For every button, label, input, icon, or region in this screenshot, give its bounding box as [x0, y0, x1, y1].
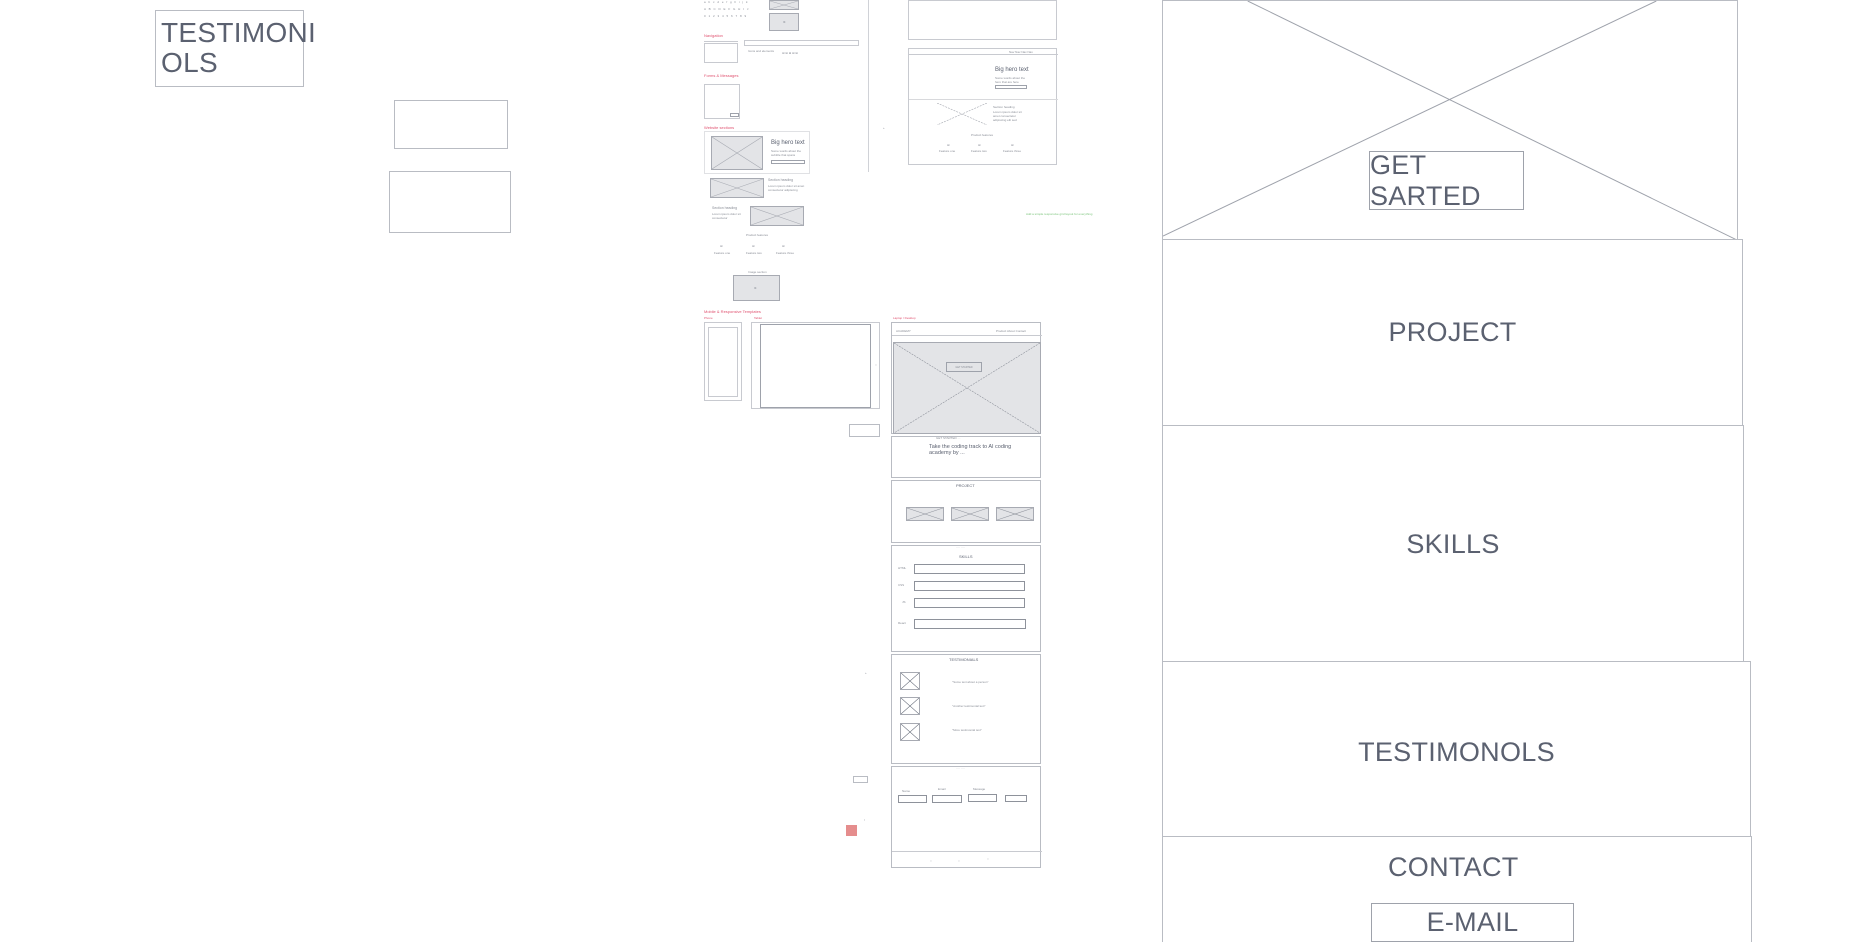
skills-label: SKILLS [1406, 528, 1500, 559]
nav-sample [704, 43, 738, 63]
mobile-testimonials-title: TESTIMONIALS [949, 657, 979, 662]
mini-feature-title: Section heading [768, 178, 794, 182]
mobile-headline: Take the coding track to AI coding acade… [929, 444, 1012, 456]
desktop-thumb-top [908, 0, 1057, 40]
mobile-get-started-button[interactable]: GET STARTED [946, 362, 982, 372]
form-sample [704, 84, 740, 119]
nav-sample-2 [744, 40, 859, 46]
testimonials-section[interactable]: TESTIMONOLS [1162, 661, 1751, 844]
glyph-row: 0 1 2 3 4 5 6 7 8 9 [704, 14, 748, 18]
testimonials-card[interactable]: TESTIMONI OLS [155, 10, 317, 87]
mobile-hero-image: GET STARTED [893, 342, 1041, 434]
mini-feature-image-2 [750, 206, 804, 226]
icon-placeholder: ⊗ [769, 13, 799, 31]
contact-section[interactable]: CONTACT E-MAIL [1162, 836, 1752, 942]
section-label-buttons: Navigation [704, 33, 723, 38]
section-label-sections: Website sections [704, 125, 735, 130]
small-floating-box[interactable] [849, 424, 880, 437]
skills-section[interactable]: SKILLS [1162, 425, 1744, 663]
section-label-responsive: Mobile & Responsive Templates [704, 309, 761, 314]
mini-section-title: Product features [746, 233, 769, 237]
style-guide-area: a b c d e f g h i j k A B C D E F G H I … [702, 0, 872, 310]
tablet-frame: ○ [751, 322, 880, 409]
mobile-skills-title: SKILLS [959, 554, 973, 559]
get-started-button[interactable]: GET SARTED [1369, 149, 1524, 211]
contact-label: CONTACT [1388, 852, 1519, 882]
mini-hero-card: Big hero text Some words about the subti… [704, 131, 810, 174]
image-placeholder [769, 0, 799, 10]
email-button[interactable]: E-MAIL [1371, 903, 1574, 942]
desktop-thumb-hero-title: Big hero text [995, 67, 1029, 73]
mini-feature-image [710, 178, 764, 198]
small-floating-box-2[interactable] [853, 776, 868, 783]
project-section[interactable]: PROJECT [1162, 239, 1743, 426]
get-started-label: GET SARTED [1370, 149, 1481, 211]
desktop-thumb-cross [937, 103, 987, 125]
testimonials-card-label: TESTIMONI OLS [161, 17, 317, 78]
desktop-thumb-page: Nav Nav Nav Nav Big hero text Some words… [908, 48, 1058, 165]
email-label: E-MAIL [1426, 907, 1519, 937]
glyph-row: a b c d e f g h i j k [704, 0, 749, 4]
phone-frame [704, 322, 742, 401]
mobile-page: ACADEMY Product About Contact GET STARTE… [891, 322, 1042, 869]
empty-box-2[interactable] [389, 171, 511, 233]
mini-image-section: ⊗ [733, 275, 780, 301]
mini-hero-title: Big hero text [771, 140, 805, 146]
red-marker [846, 825, 857, 836]
mobile-project-title: PROJECT [956, 483, 975, 488]
project-label: PROJECT [1388, 317, 1517, 347]
empty-box-1[interactable] [394, 100, 508, 149]
annotation-note: Add a simple responsive grid layout for … [1026, 212, 1093, 216]
testimonials-label: TESTIMONOLS [1358, 737, 1555, 767]
hero-section[interactable]: GET SARTED [1162, 0, 1738, 241]
hero-cross-lines [1163, 1, 1737, 240]
glyph-row: A B C D E F G H I J [704, 7, 750, 11]
section-label-forms: Forms & Messages [704, 73, 739, 78]
